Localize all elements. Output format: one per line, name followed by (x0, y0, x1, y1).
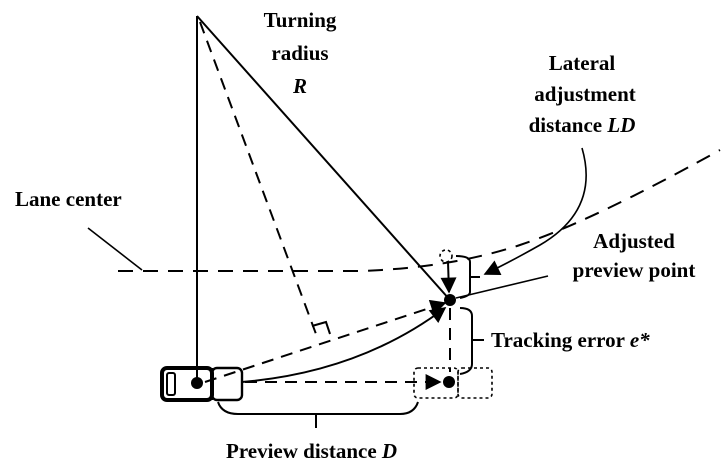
vehicle (160, 366, 244, 402)
original-preview-point (439, 249, 453, 263)
label-turning-line1: Turning (264, 8, 337, 32)
vehicle-center-point (191, 377, 203, 389)
tracking-error-bracket (459, 307, 473, 375)
label-lateral-symbol: LD (606, 113, 635, 137)
lateral-adjustment-pointer (483, 147, 587, 275)
predicted-point (443, 376, 455, 388)
label-tracking-word: Tracking error (491, 328, 625, 352)
label-lane-center: Lane center (15, 187, 122, 211)
trajectory-curve (241, 307, 447, 383)
label-adjusted-line2: preview point (573, 258, 696, 282)
label-lateral-word: distance (529, 113, 603, 137)
adjusted-preview-point (444, 294, 456, 306)
label-adjusted-line1: Adjusted (593, 229, 675, 253)
lane-center-curve (118, 149, 721, 272)
lateral-adjustment-bracket (455, 255, 471, 299)
lane-center-pointer (87, 227, 143, 271)
label-lateral-line3: distance LD (529, 113, 636, 137)
perpendicular-dashed-line (199, 21, 317, 335)
vehicle-body-front (210, 366, 244, 402)
adjusted-point-pointer (455, 275, 549, 299)
preview-distance-bracket (217, 401, 419, 415)
label-preview-distance: Preview distance D (226, 439, 397, 463)
predicted-vehicle-front (457, 367, 493, 399)
label-preview-word: Preview distance (226, 439, 377, 463)
chord-dashed-line (204, 299, 447, 383)
adjust-arrow (440, 261, 457, 294)
predicted-vehicle-rear (413, 367, 459, 399)
label-lateral-line1: Lateral (549, 51, 616, 75)
label-lateral-line2: adjustment (534, 82, 636, 106)
right-angle-marker (311, 320, 331, 335)
label-preview-symbol: D (381, 439, 397, 463)
vehicle-rear-window (166, 372, 176, 396)
label-turning-line2: radius (271, 41, 328, 65)
label-turning-symbol: R (292, 74, 307, 98)
turning-radius-line (196, 15, 451, 301)
label-tracking-error: Tracking error e* (491, 328, 650, 352)
label-tracking-symbol: e* (630, 328, 650, 352)
